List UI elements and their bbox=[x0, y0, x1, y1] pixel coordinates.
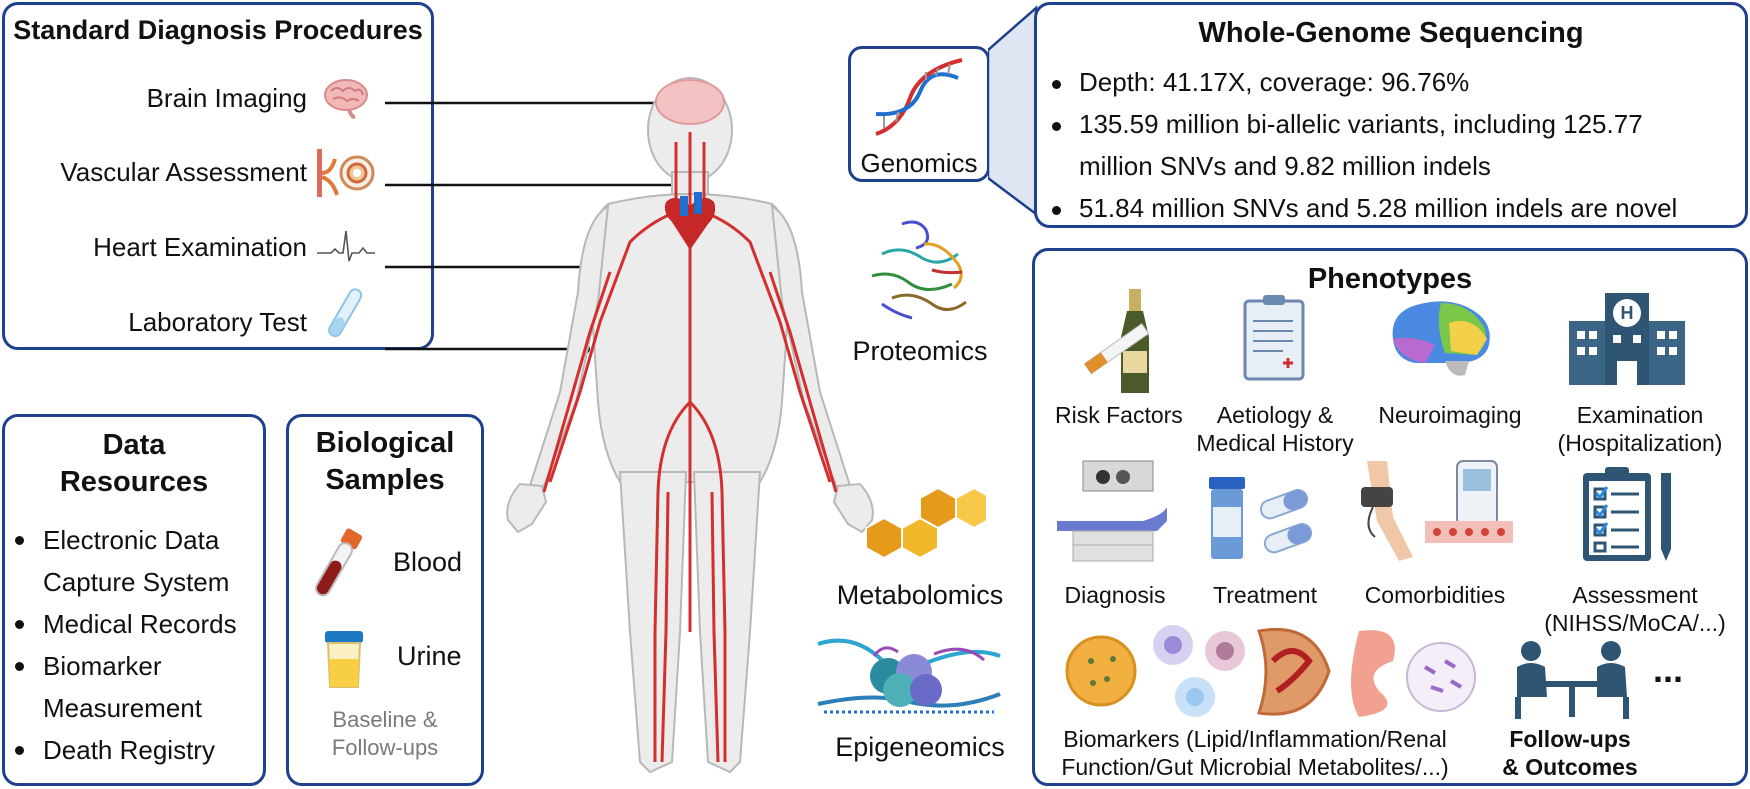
biological-samples-panel: Biological Samples Blood Urine Baseline … bbox=[286, 414, 484, 786]
bio-samples-note-line2: Follow-ups bbox=[331, 735, 439, 760]
blood-label: Blood bbox=[393, 547, 463, 577]
wgs-title: Whole-Genome Sequencing bbox=[1198, 17, 1584, 49]
neuroimaging-brain-icon bbox=[1392, 301, 1490, 376]
biomarker-cells-icon bbox=[1065, 625, 1476, 717]
vascular-assessment-label: Vascular Assessment bbox=[60, 157, 307, 187]
examination-label-line1: Examination bbox=[1576, 402, 1704, 428]
blood-tube-icon bbox=[315, 528, 363, 597]
treatment-label: Treatment bbox=[1213, 582, 1317, 608]
protein-structure-icon bbox=[871, 220, 967, 320]
brain-icon bbox=[324, 79, 368, 119]
heart-examination-label: Heart Examination bbox=[93, 232, 307, 262]
data-resources-title-line1: Data bbox=[102, 429, 166, 461]
genomics-label: Genomics bbox=[860, 148, 978, 178]
wgs-bullet-dot bbox=[1052, 122, 1061, 131]
follow-ups-label-line1: Follow-ups bbox=[1509, 726, 1631, 752]
genomics-box bbox=[848, 46, 990, 182]
aetiology-label-line2: Medical History bbox=[1196, 430, 1354, 456]
hospital-icon: H bbox=[1569, 293, 1685, 385]
wgs-bullet-dot bbox=[1052, 206, 1061, 215]
wgs-bullet-novel: 51.84 million SNVs and 5.28 million inde… bbox=[1079, 193, 1678, 223]
assessment-checklist-icon bbox=[1583, 467, 1671, 561]
clipboard-history-icon bbox=[1243, 295, 1305, 381]
diagnosis-exam-table-icon bbox=[1057, 460, 1167, 562]
wgs-bullet-variants-line1: 135.59 million bi-allelic variants, incl… bbox=[1079, 109, 1643, 139]
biomarkers-label-line2: Function/Gut Microbial Metabolites/...) bbox=[1061, 754, 1449, 780]
list-item-continuation: Measurement bbox=[43, 693, 202, 723]
list-item: Death Registry bbox=[5, 729, 237, 771]
list-item: Electronic Data bbox=[5, 519, 237, 561]
standard-diagnosis-title: Standard Diagnosis Procedures bbox=[13, 15, 423, 45]
examination-label-line2: (Hospitalization) bbox=[1557, 430, 1723, 456]
dna-icon bbox=[875, 58, 963, 136]
wgs-bullet-dot bbox=[1052, 80, 1061, 89]
phenotypes-title: Phenotypes bbox=[1307, 263, 1473, 295]
test-tube-icon bbox=[328, 288, 363, 338]
standard-diagnosis-panel: Standard Diagnosis Procedures Brain Imag… bbox=[2, 2, 434, 350]
data-resources-panel: Data Resources Electronic Data Capture S… bbox=[2, 414, 266, 786]
data-resources-title-line2: Resources bbox=[59, 466, 209, 498]
metabolomics-label: Metabolomics bbox=[836, 580, 1004, 610]
data-resources-list: Electronic Data Capture System Medical R… bbox=[5, 519, 237, 771]
wgs-bullet-variants-line2: million SNVs and 9.82 million indels bbox=[1079, 151, 1491, 181]
metabolite-hexagons-icon bbox=[865, 486, 986, 560]
more-ellipsis: ... bbox=[1653, 649, 1684, 690]
treatment-pills-icon bbox=[1209, 477, 1313, 559]
brain-imaging-label: Brain Imaging bbox=[146, 83, 307, 113]
urine-label: Urine bbox=[397, 641, 462, 671]
aetiology-label-line1: Aetiology & bbox=[1216, 402, 1334, 428]
urine-cup-icon bbox=[325, 631, 363, 688]
blood-vessel-icon bbox=[317, 149, 375, 197]
proteomics-label: Proteomics bbox=[852, 336, 988, 366]
follow-ups-label-line2: & Outcomes bbox=[1502, 754, 1638, 780]
assessment-label-line2: (NIHSS/MoCA/...) bbox=[1544, 610, 1726, 636]
comorbidities-icon bbox=[1361, 460, 1513, 561]
body-heart bbox=[664, 192, 716, 250]
ecg-wave-icon bbox=[317, 230, 375, 262]
bio-samples-title-line1: Biological bbox=[315, 427, 455, 459]
phenotypes-panel: Phenotypes H bbox=[1032, 248, 1748, 786]
list-item: Biomarker bbox=[5, 645, 237, 687]
nucleosome-icon bbox=[817, 638, 1001, 714]
svg-text:H: H bbox=[1621, 303, 1634, 323]
list-item: Medical Records bbox=[5, 603, 237, 645]
body-brain bbox=[655, 79, 725, 125]
list-item-continuation: Capture System bbox=[43, 567, 230, 597]
bio-samples-title-line2: Samples bbox=[325, 464, 445, 496]
risk-factors-label: Risk Factors bbox=[1055, 402, 1183, 428]
wgs-bullet-depth: Depth: 41.17X, coverage: 96.76% bbox=[1079, 67, 1470, 97]
follow-ups-meeting-icon bbox=[1515, 641, 1629, 719]
human-body-figure bbox=[506, 77, 874, 774]
assessment-label-line1: Assessment bbox=[1572, 582, 1698, 608]
risk-factors-icon bbox=[1083, 289, 1150, 393]
wgs-panel: Whole-Genome Sequencing Depth: 41.17X, c… bbox=[1034, 2, 1748, 228]
genomics-callout bbox=[988, 5, 1038, 217]
diagnosis-label: Diagnosis bbox=[1064, 582, 1166, 608]
bio-samples-note-line1: Baseline & bbox=[332, 707, 438, 732]
epigenomics-label: Epigeneomics bbox=[835, 732, 1005, 762]
comorbidities-label: Comorbidities bbox=[1364, 582, 1506, 608]
biomarkers-label-line1: Biomarkers (Lipid/Inflammation/Renal bbox=[1063, 726, 1447, 752]
neuroimaging-label: Neuroimaging bbox=[1378, 402, 1522, 428]
laboratory-test-label: Laboratory Test bbox=[128, 307, 307, 337]
